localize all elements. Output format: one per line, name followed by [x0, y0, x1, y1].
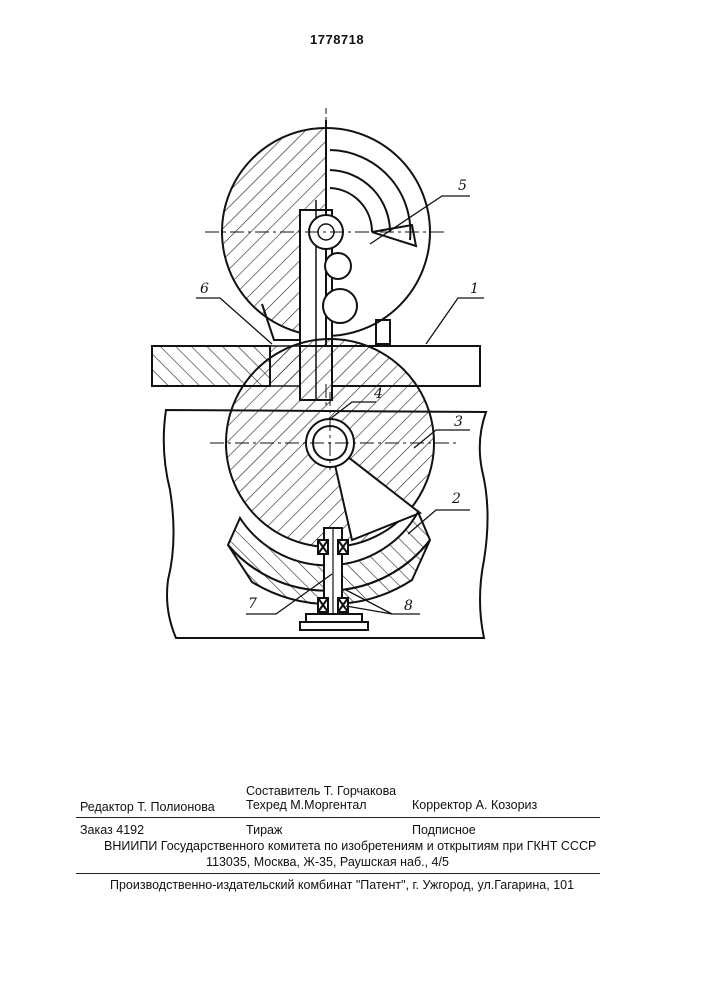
label-2: 2: [451, 491, 461, 507]
publisher: Производственно-издательский комбинат "П…: [110, 878, 574, 892]
label-7: 7: [248, 596, 257, 612]
label-6: 6: [200, 281, 209, 297]
label-1: 1: [470, 281, 479, 297]
circulation: Тираж: [246, 823, 282, 837]
corrector: Корректор А. Козориз: [412, 798, 537, 812]
address: 113035, Москва, Ж-35, Раушская наб., 4/5: [206, 855, 449, 869]
order: Заказ 4192: [80, 823, 144, 837]
label-4: 4: [373, 386, 383, 402]
label-8: 8: [404, 598, 413, 614]
techred: Техред М.Моргентал: [246, 798, 367, 812]
label-5: 5: [458, 178, 467, 194]
subscription: Подписное: [412, 823, 476, 837]
institute: ВНИИПИ Государственного комитета по изоб…: [104, 839, 596, 853]
divider-bottom: [76, 873, 600, 874]
editor: Редактор Т. Полионова: [80, 800, 215, 814]
compiler: Составитель Т. Горчакова: [246, 784, 396, 798]
divider-top: [76, 817, 600, 818]
label-3: 3: [454, 414, 463, 430]
